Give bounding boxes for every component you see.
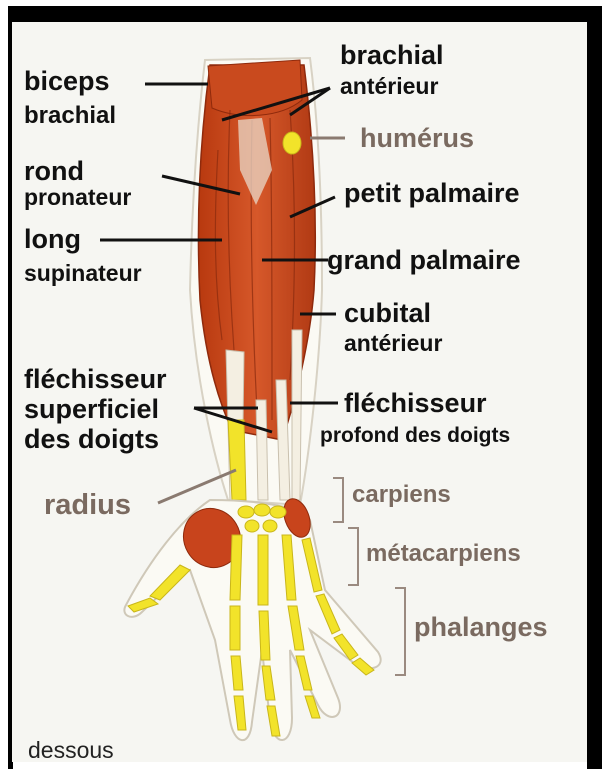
label-flechisseur-profond-line2: profond des doigts — [320, 425, 510, 446]
label-grand-palmaire: grand palmaire — [327, 247, 521, 274]
label-long-line1: long — [24, 226, 81, 253]
label-long-line2: supinateur — [24, 262, 142, 285]
label-cubital-line2: antérieur — [344, 332, 442, 355]
label-carpiens: carpiens — [352, 483, 451, 507]
label-biceps-line2: brachial — [24, 104, 116, 128]
bracket-metacarpiens — [348, 528, 358, 585]
label-phalanges: phalanges — [414, 614, 548, 641]
label-flechisseur-profond-line1: fléchisseur — [344, 390, 487, 417]
bracket-carpiens — [333, 478, 343, 522]
label-rond-line1: rond — [24, 158, 84, 185]
label-metacarpiens: métacarpiens — [366, 542, 521, 566]
label-biceps-line1: biceps — [24, 68, 110, 95]
humerus-epicondyle — [283, 132, 301, 154]
label-radius: radius — [44, 491, 131, 520]
label-brachial-anterieur-line2: antérieur — [340, 75, 438, 98]
caption-view: dessous — [28, 737, 114, 764]
label-flechisseur-superficiel-line1: fléchisseur — [24, 366, 167, 393]
label-humerus: humérus — [360, 125, 474, 152]
label-flechisseur-superficiel-line3: des doigts — [24, 426, 159, 453]
label-petit-palmaire: petit palmaire — [344, 180, 520, 207]
label-cubital-line1: cubital — [344, 300, 431, 327]
label-rond-line2: pronateur — [24, 186, 131, 209]
label-flechisseur-superficiel-line2: superficiel — [24, 396, 159, 423]
bracket-phalanges — [395, 588, 405, 675]
hand-outline — [124, 500, 380, 740]
biceps-muscle — [208, 60, 302, 116]
label-brachial-anterieur-line1: brachial — [340, 42, 444, 69]
